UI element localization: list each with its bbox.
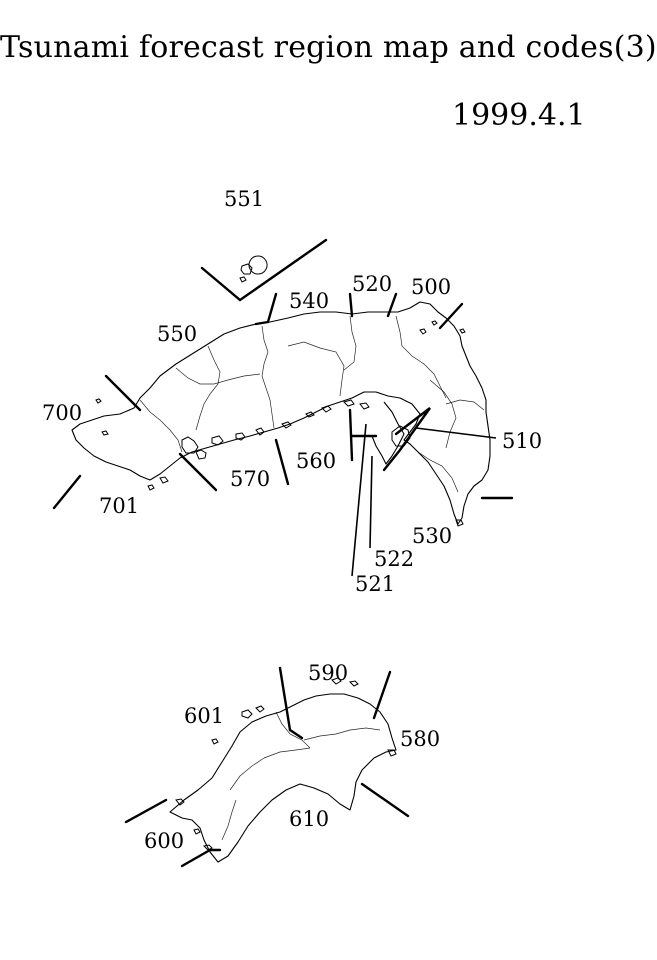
code-label-522: 522 (374, 547, 414, 571)
map-date: 1999.4.1 (452, 98, 586, 133)
region-divisions (52, 238, 514, 868)
code-label-500: 500 (411, 275, 451, 299)
code-label-610: 610 (289, 807, 329, 831)
code-label-521: 521 (355, 572, 395, 596)
code-label-601: 601 (184, 704, 224, 728)
code-label-551: 551 (224, 187, 264, 211)
seto-islands (95, 255, 466, 527)
code-label-590: 590 (308, 661, 348, 685)
code-label-700: 700 (42, 401, 82, 425)
code-label-580: 580 (400, 727, 440, 751)
shikoku-outline (169, 677, 397, 863)
code-label-550: 550 (157, 322, 197, 346)
leader-lines (351, 423, 497, 577)
map-title: Tsunami forecast region map and codes(3) (0, 30, 657, 65)
code-label-600: 600 (144, 829, 184, 853)
tsunami-region-map: 551 540 520 500 550 700 510 560 570 701 … (42, 187, 542, 868)
code-label-570: 570 (230, 467, 270, 491)
code-label-701: 701 (99, 494, 139, 518)
code-label-520: 520 (352, 272, 392, 296)
code-label-530: 530 (412, 524, 452, 548)
code-label-540: 540 (289, 289, 329, 313)
code-label-560: 560 (296, 449, 336, 473)
code-label-510: 510 (502, 429, 542, 453)
